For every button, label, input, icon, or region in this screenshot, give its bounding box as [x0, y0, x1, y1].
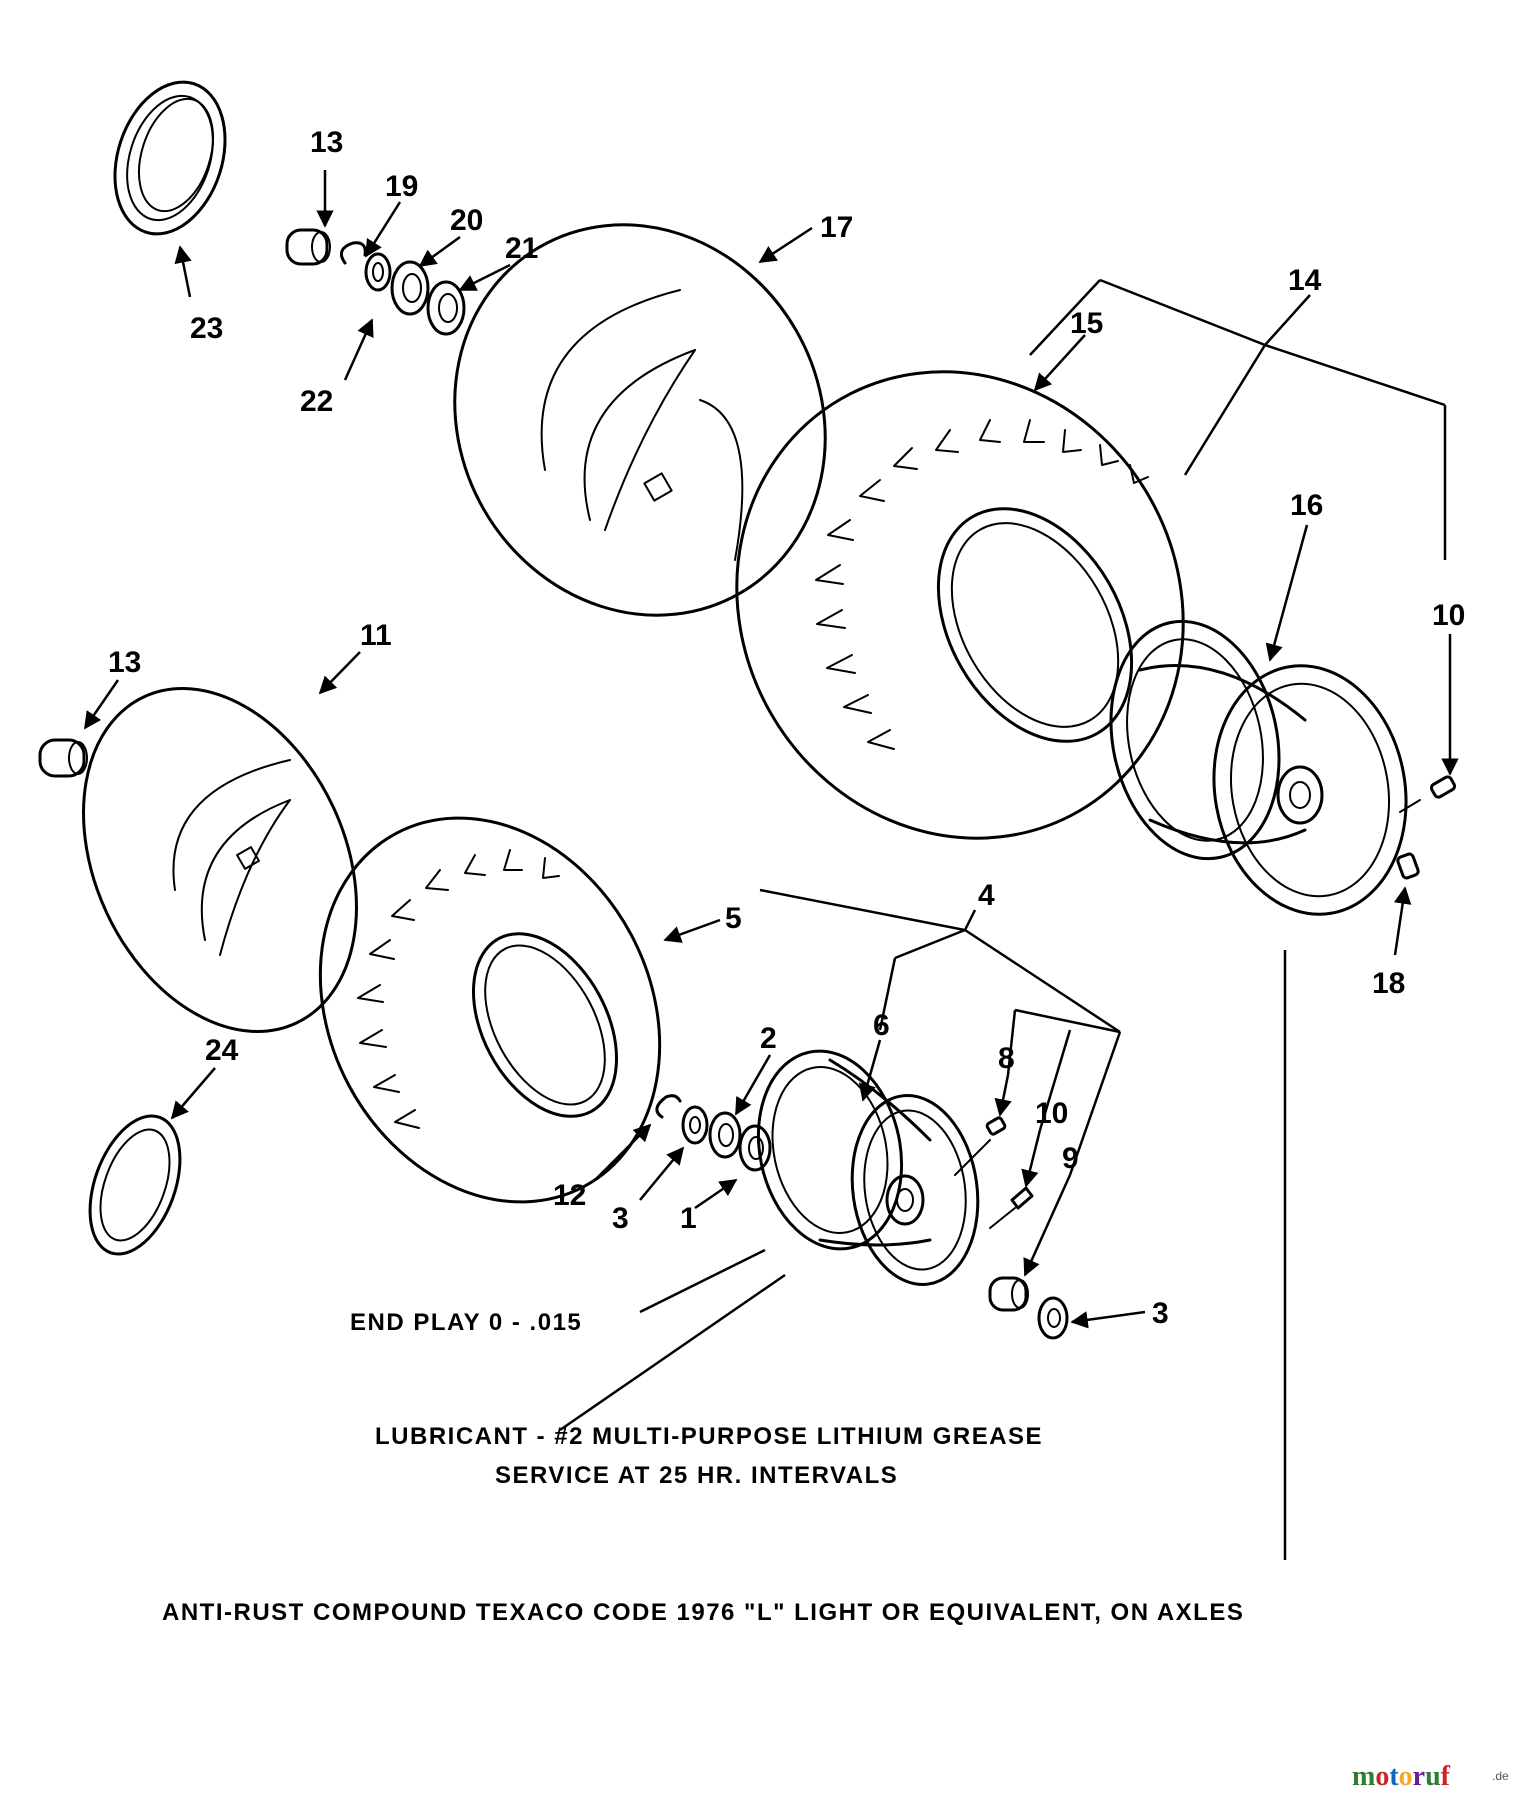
- callout-13-left: 13: [108, 646, 141, 679]
- note-lubricant: LUBRICANT - #2 MULTI-PURPOSE LITHIUM GRE…: [375, 1423, 1043, 1450]
- part-22-washer: [364, 252, 392, 292]
- leader-8: [994, 1074, 1012, 1117]
- leader-11: [318, 651, 361, 695]
- callout-24: 24: [205, 1034, 239, 1067]
- part-6-front-rim: [756, 1049, 980, 1286]
- callout-10-rear: 10: [1432, 599, 1465, 632]
- leader-16: [1265, 524, 1309, 662]
- watermark-letter: u: [1425, 1761, 1441, 1792]
- watermark-logo: motoruf .de: [1352, 1761, 1509, 1792]
- watermark-letter: m: [1352, 1761, 1375, 1792]
- part-18-cap: [1396, 852, 1420, 880]
- watermark-letter: o: [1375, 1761, 1389, 1792]
- callout-11: 11: [360, 619, 392, 652]
- part-24-hubcap: [88, 1114, 182, 1256]
- callout-22: 22: [300, 385, 333, 418]
- watermark-letter: r: [1413, 1761, 1425, 1792]
- leader-24: [170, 1067, 216, 1120]
- watermark-letter: t: [1389, 1761, 1399, 1792]
- callout-6: 6: [873, 1009, 890, 1042]
- watermark-letter: o: [1399, 1761, 1413, 1792]
- leader-15: [1033, 334, 1086, 392]
- leader-20: [418, 235, 461, 268]
- part-8-grease-fitting: [954, 1116, 1007, 1176]
- callout-23: 23: [190, 312, 223, 345]
- note-end-play: END PLAY 0 - .015: [350, 1309, 582, 1336]
- leader-10-front: [1021, 1129, 1042, 1188]
- bracket-14: [1029, 278, 1447, 560]
- part-13-bushing-top: [285, 228, 331, 266]
- part-9-bushing: [988, 1276, 1029, 1312]
- leader-19: [364, 201, 402, 258]
- note-anti-rust: ANTI-RUST COMPOUND TEXACO CODE 1976 "L" …: [162, 1599, 1244, 1626]
- callout-3-right: 3: [1152, 1297, 1169, 1330]
- part-17-inner-tube: [453, 223, 827, 617]
- callout-14: 14: [1288, 264, 1322, 297]
- callout-17: 17: [820, 211, 853, 244]
- watermark-letter: f: [1441, 1761, 1451, 1792]
- callout-13-top: 13: [310, 126, 343, 159]
- callout-1: 1: [680, 1202, 697, 1235]
- part-3-washer: [681, 1105, 709, 1145]
- part-5-front-tire: [318, 816, 662, 1204]
- part-10-valve-rear: [1399, 775, 1457, 813]
- leader-6: [858, 1039, 882, 1102]
- leader-13-left: [83, 679, 120, 730]
- callout-4: 4: [978, 879, 995, 912]
- part-3-washer-right: [1037, 1296, 1069, 1340]
- part-19-clip: [339, 241, 367, 265]
- callout-19: 19: [385, 170, 418, 203]
- part-16-rear-rim: [1109, 619, 1408, 916]
- leader-3-right: [1070, 1310, 1146, 1329]
- callout-8: 8: [998, 1042, 1015, 1075]
- leader-18: [1393, 886, 1412, 956]
- leader-end-play: [639, 1248, 766, 1314]
- leader-21: [458, 263, 511, 292]
- leader-12: [594, 1123, 652, 1181]
- part-21-seal: [426, 280, 466, 336]
- callout-2: 2: [760, 1022, 777, 1055]
- note-service: SERVICE AT 25 HR. INTERVALS: [495, 1462, 898, 1489]
- callout-12: 12: [553, 1179, 586, 1212]
- part-2-bearing: [708, 1111, 742, 1159]
- svg-text:motoruf: motoruf: [1352, 1761, 1451, 1792]
- callout-3-left: 3: [612, 1202, 629, 1235]
- part-12-clip: [655, 1094, 682, 1119]
- leader-22: [343, 318, 374, 381]
- callout-20: 20: [450, 204, 483, 237]
- part-23-hubcap: [113, 80, 227, 236]
- leader-1: [694, 1178, 738, 1210]
- leader-5: [663, 918, 721, 943]
- callout-5: 5: [725, 902, 742, 935]
- callout-16: 16: [1290, 489, 1323, 522]
- callout-21: 21: [505, 232, 538, 265]
- part-11-inner-tube: [82, 687, 358, 1033]
- leader-3-left: [639, 1146, 685, 1201]
- callout-18: 18: [1372, 967, 1405, 1000]
- svg-text:.de: .de: [1492, 1769, 1509, 1783]
- part-10-valve-front: [989, 1186, 1034, 1229]
- part-20-bearing: [390, 260, 430, 316]
- callout-10-front: 10: [1035, 1097, 1068, 1130]
- leader-23: [174, 245, 192, 298]
- part-15-rear-tire: [735, 370, 1185, 840]
- leader-9: [1023, 1174, 1072, 1277]
- leader-2: [734, 1054, 772, 1116]
- callout-15: 15: [1070, 307, 1103, 340]
- part-13-bushing-left: [38, 738, 88, 778]
- bracket-4: [759, 888, 1122, 1176]
- leader-17: [758, 226, 813, 264]
- leader-lubricant: [559, 1273, 786, 1432]
- callout-9: 9: [1062, 1142, 1079, 1175]
- part-1-seal: [738, 1124, 772, 1172]
